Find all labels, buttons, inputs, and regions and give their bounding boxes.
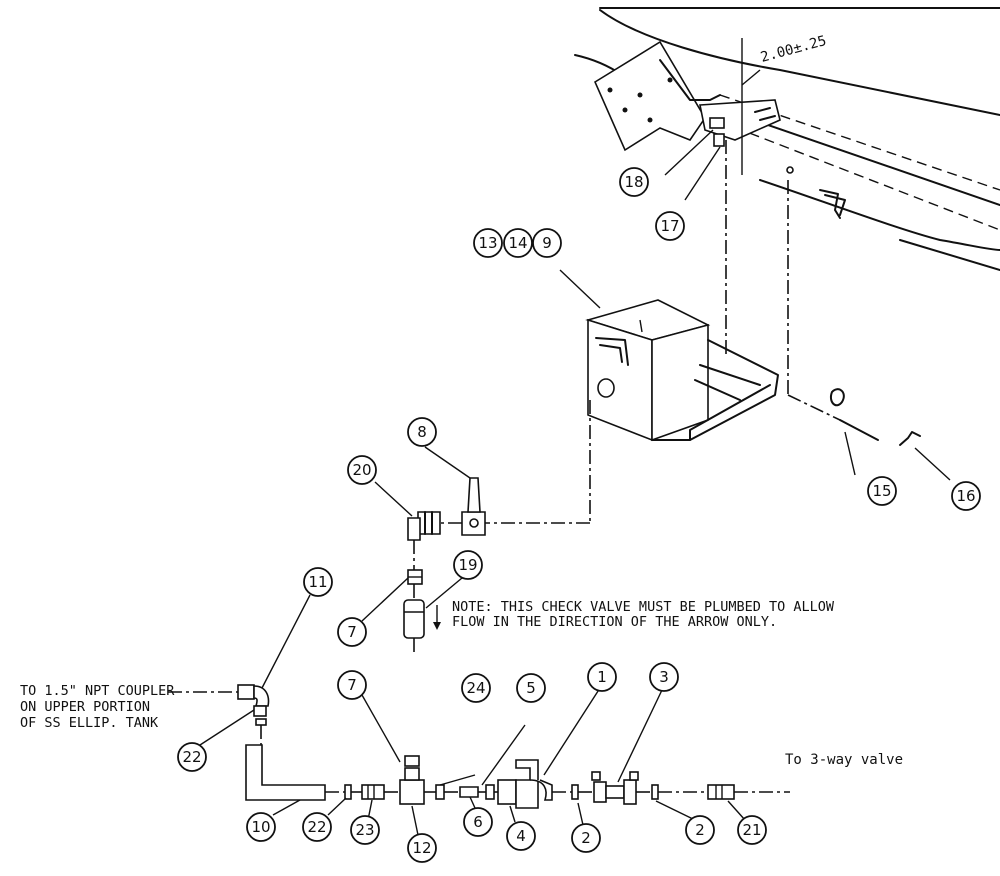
callout-13: 13 bbox=[473, 228, 503, 258]
svg-text:1: 1 bbox=[597, 668, 607, 686]
callout-16: 16 bbox=[951, 481, 981, 511]
callout-8: 8 bbox=[407, 417, 437, 447]
svg-text:3: 3 bbox=[659, 668, 669, 686]
callout-17: 17 bbox=[655, 211, 685, 241]
callout-11: 11 bbox=[303, 567, 333, 597]
svg-text:7: 7 bbox=[347, 676, 357, 694]
svg-text:7: 7 bbox=[347, 623, 357, 641]
svg-text:11: 11 bbox=[308, 573, 327, 591]
callout-1: 1 bbox=[587, 662, 617, 692]
bottom-plumbing bbox=[361, 755, 790, 809]
callout-4: 4 bbox=[506, 821, 536, 851]
svg-text:13: 13 bbox=[478, 234, 497, 252]
callout-3: 3 bbox=[649, 662, 679, 692]
svg-text:23: 23 bbox=[355, 821, 374, 839]
coupler-note-line1: TO 1.5" NPT COUPLER bbox=[20, 683, 175, 699]
callout-10: 10 bbox=[246, 812, 276, 842]
svg-text:6: 6 bbox=[473, 813, 483, 831]
three-way-valve-label: To 3-way valve bbox=[785, 752, 903, 768]
leader-lines bbox=[199, 129, 951, 836]
svg-text:18: 18 bbox=[624, 173, 643, 191]
svg-text:16: 16 bbox=[956, 487, 975, 505]
svg-text:15: 15 bbox=[872, 482, 891, 500]
ball-valve bbox=[440, 400, 591, 536]
callout-20: 20 bbox=[347, 455, 377, 485]
pin-and-clip bbox=[787, 388, 921, 446]
svg-text:17: 17 bbox=[660, 217, 679, 235]
callout-7-upper: 7 bbox=[337, 617, 367, 647]
callout-5: 5 bbox=[516, 673, 546, 703]
callout-6: 6 bbox=[463, 807, 493, 837]
callout-12: 12 bbox=[407, 833, 437, 863]
svg-text:22: 22 bbox=[182, 748, 201, 766]
check-valve-19 bbox=[403, 599, 441, 656]
svg-text:14: 14 bbox=[508, 234, 527, 252]
coupler-note-line3: OF SS ELLIP. TANK bbox=[20, 715, 159, 731]
svg-text:24: 24 bbox=[466, 679, 485, 697]
svg-text:2: 2 bbox=[581, 829, 591, 847]
callout-14: 14 bbox=[503, 228, 533, 258]
callout-18: 18 bbox=[619, 167, 649, 197]
svg-text:20: 20 bbox=[352, 461, 371, 479]
dimension-text: 2.00±.25 bbox=[759, 33, 828, 66]
callout-15: 15 bbox=[867, 476, 897, 506]
svg-text:12: 12 bbox=[412, 839, 431, 857]
callout-7-lower: 7 bbox=[337, 670, 367, 700]
elbow-fitting-20 bbox=[407, 511, 441, 570]
svg-text:9: 9 bbox=[542, 234, 552, 252]
tank-bracket bbox=[585, 299, 779, 442]
check-valve-note-line2: FLOW IN THE DIRECTION OF THE ARROW ONLY. bbox=[452, 614, 777, 630]
svg-text:21: 21 bbox=[742, 821, 761, 839]
nipple-7-upper bbox=[407, 569, 423, 600]
svg-text:2: 2 bbox=[695, 821, 705, 839]
callout-19: 19 bbox=[453, 550, 483, 580]
callout-2-left: 2 bbox=[571, 823, 601, 853]
coupler-note-line2: ON UPPER PORTION bbox=[20, 699, 150, 715]
check-valve-note-line1: NOTE: THIS CHECK VALVE MUST BE PLUMBED T… bbox=[452, 599, 835, 615]
callout-23: 23 bbox=[350, 815, 380, 845]
callout-22-left: 22 bbox=[177, 742, 207, 772]
svg-text:4: 4 bbox=[516, 827, 526, 845]
left-plumbing bbox=[168, 684, 362, 801]
svg-text:10: 10 bbox=[251, 818, 270, 836]
svg-text:8: 8 bbox=[417, 423, 427, 441]
svg-text:19: 19 bbox=[458, 556, 477, 574]
callout-21: 21 bbox=[737, 815, 767, 845]
svg-text:22: 22 bbox=[307, 818, 326, 836]
mounting-plate bbox=[593, 40, 794, 174]
callout-9: 9 bbox=[532, 228, 562, 258]
svg-text:5: 5 bbox=[526, 679, 536, 697]
callout-24: 24 bbox=[461, 673, 491, 703]
callout-2-right: 2 bbox=[685, 815, 715, 845]
callout-22-bottom: 22 bbox=[302, 812, 332, 842]
